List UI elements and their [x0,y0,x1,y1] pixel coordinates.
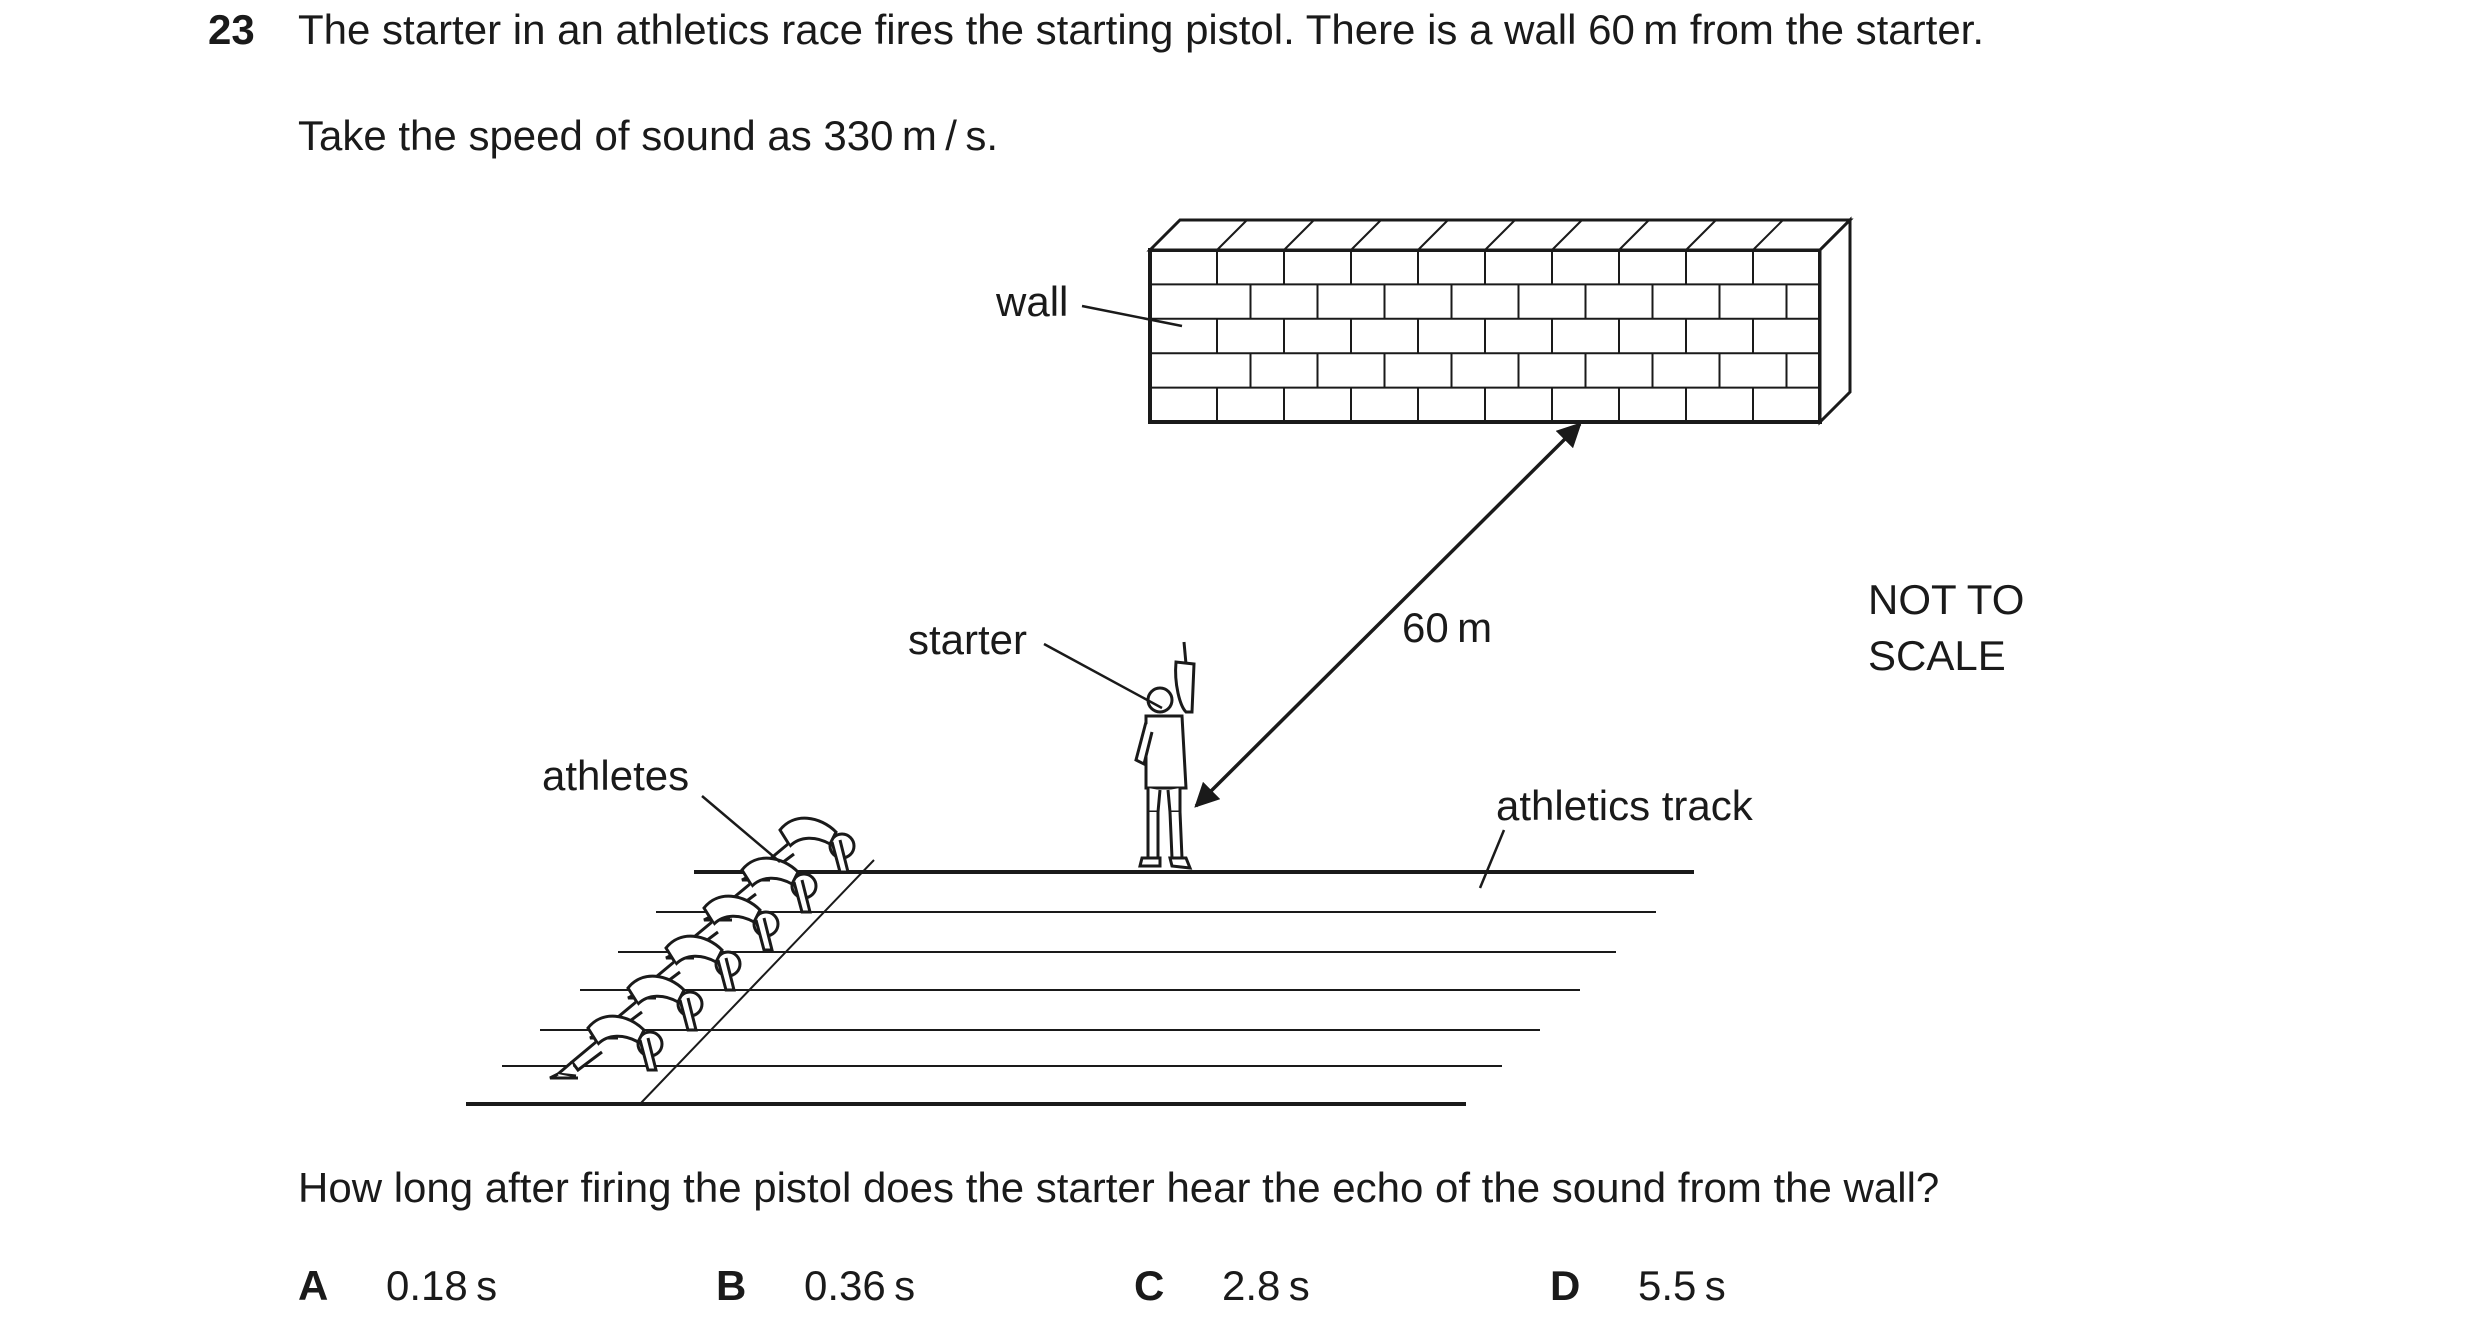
starter-figure [1134,641,1196,870]
option-b-value: 0.36 s [804,1262,916,1309]
wall-leader [1081,304,1183,328]
distance-label: 60 m [1402,604,1492,651]
athletes-group [549,816,856,1080]
starter-label: starter [908,616,1027,663]
athlete-5 [589,974,704,1040]
scale-note-line2: SCALE [1868,632,2006,679]
option-a[interactable]: A 0.18 s [298,1262,497,1310]
question-stem: The starter in an athletics race fires t… [298,6,1985,53]
option-d-value: 5.5 s [1638,1262,1726,1309]
question-prompt: How long after firing the pistol does th… [298,1164,1940,1211]
scale-note-line1: NOT TO [1868,576,2024,623]
option-b[interactable]: B 0.36 s [716,1262,915,1310]
athlete-2 [703,856,818,922]
distance-arrow [1194,422,1582,808]
option-c-letter: C [1134,1262,1165,1309]
wall-bricks [1150,219,1820,422]
starter-leader [1043,642,1163,710]
option-c-value: 2.8 s [1222,1262,1310,1309]
option-d[interactable]: D 5.5 s [1550,1262,1726,1310]
athletes-leader [701,795,781,863]
athlete-6 [549,1014,664,1080]
option-d-letter: D [1550,1262,1581,1309]
option-c[interactable]: C 2.8 s [1134,1262,1310,1310]
wall-drawing [1146,216,1854,426]
option-a-value: 0.18 s [386,1262,498,1309]
option-b-letter: B [716,1262,747,1309]
track-label: athletics track [1496,782,1754,829]
option-a-letter: A [298,1262,329,1309]
track-leader [1478,829,1506,889]
given-data: Take the speed of sound as 330 m / s. [298,112,998,159]
question-number: 23 [208,6,255,53]
athletes-label: athletes [542,752,689,799]
athletics-track [466,859,1694,1106]
wall-label: wall [995,278,1068,325]
